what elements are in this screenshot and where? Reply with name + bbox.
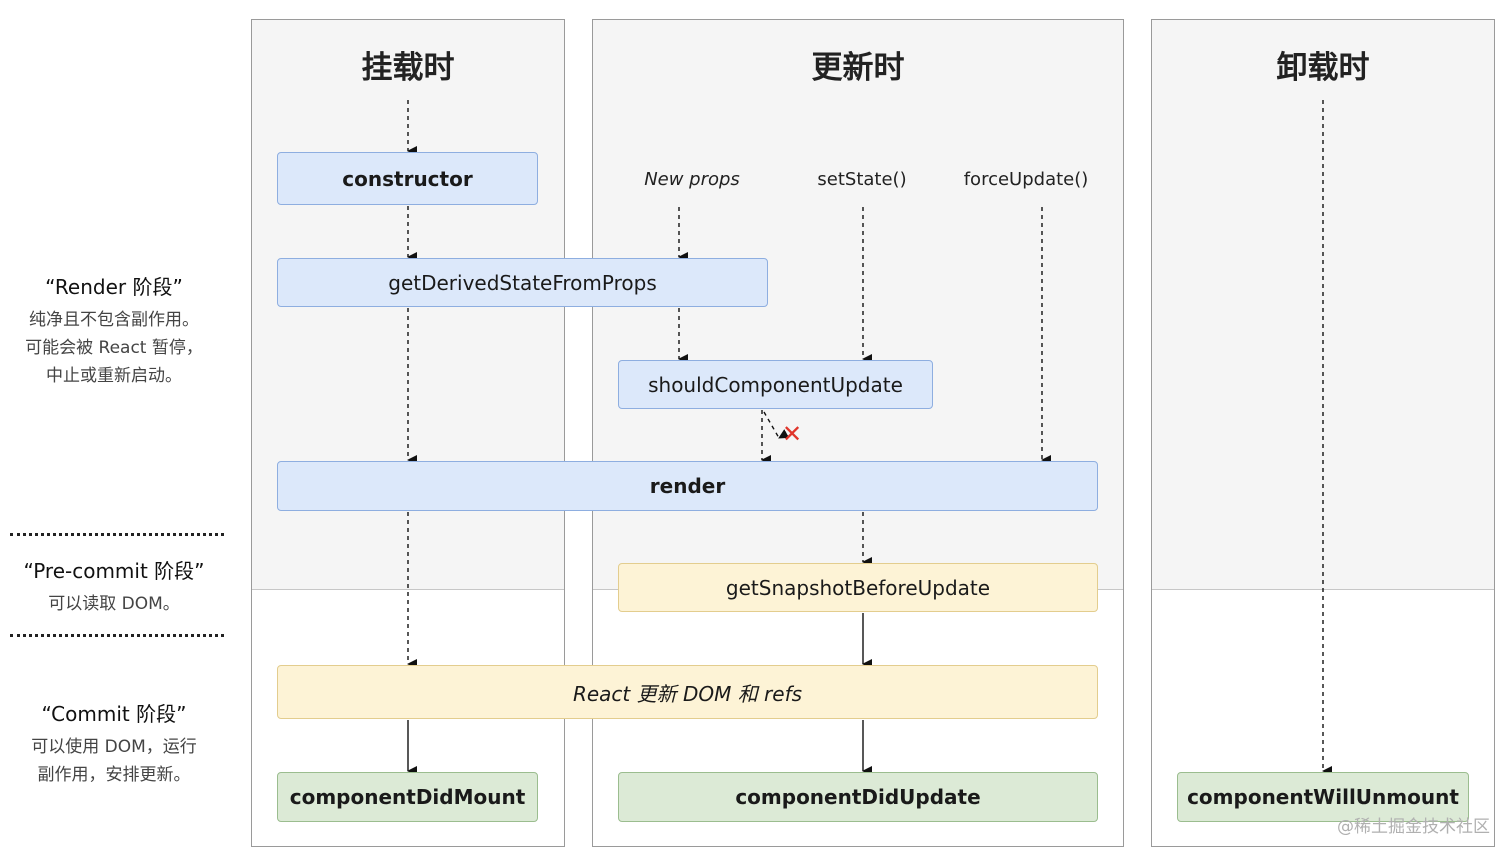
phase-commit-line: 可以使用 DOM，运行 <box>31 737 197 757</box>
phase-commit-heading: “Commit 阶段” <box>41 702 187 726</box>
phase-render-heading: “Render 阶段” <box>45 275 183 299</box>
get-snapshot-before-update-box: getSnapshotBeforeUpdate <box>618 563 1098 612</box>
watermark: @稀土掘金技术社区 <box>1337 817 1490 837</box>
phase-render-line: 纯净且不包含副作用。 <box>29 310 199 330</box>
trigger-force-update: forceUpdate() <box>963 169 1089 190</box>
arrow-scu-cancel <box>763 411 790 439</box>
phase-render-description: 纯净且不包含副作用。 可能会被 React 暂停， 中止或重新启动。 <box>0 306 228 390</box>
trigger-new-props: New props <box>644 169 740 190</box>
phase-render-line: 中止或重新启动。 <box>46 366 182 386</box>
phase-precommit-heading: “Pre-commit 阶段” <box>23 559 205 583</box>
phase-render-label: “Render 阶段” 纯净且不包含副作用。 可能会被 React 暂停， 中止… <box>0 271 228 390</box>
react-updates-dom-box: React 更新 DOM 和 refs <box>277 665 1098 719</box>
column-title-mount: 挂载时 <box>361 50 455 86</box>
constructor-box: constructor <box>277 152 538 205</box>
phase-render-line: 可能会被 React 暂停， <box>25 338 203 358</box>
phase-separator <box>10 634 224 637</box>
column-title-unmount: 卸载时 <box>1276 50 1370 86</box>
phase-commit-line: 副作用，安排更新。 <box>37 765 191 785</box>
phase-precommit-description: 可以读取 DOM。 <box>0 590 228 618</box>
phase-precommit-line: 可以读取 DOM。 <box>48 594 180 614</box>
phase-divider <box>252 589 564 590</box>
render-box: render <box>277 461 1098 511</box>
column-title-update: 更新时 <box>811 50 905 86</box>
component-did-update-box: componentDidUpdate <box>618 772 1098 822</box>
should-component-update-box: shouldComponentUpdate <box>618 360 933 409</box>
phase-separator <box>10 533 224 536</box>
phase-commit-label: “Commit 阶段” 可以使用 DOM，运行 副作用，安排更新。 <box>0 698 228 789</box>
get-derived-state-from-props-box: getDerivedStateFromProps <box>277 258 768 307</box>
component-did-mount-box: componentDidMount <box>277 772 538 822</box>
component-will-unmount-box: componentWillUnmount <box>1177 772 1469 822</box>
phase-precommit-label: “Pre-commit 阶段” 可以读取 DOM。 <box>0 555 228 618</box>
trigger-set-state: setState() <box>817 169 907 190</box>
cancel-x-icon: ✕ <box>782 420 802 448</box>
phase-commit-description: 可以使用 DOM，运行 副作用，安排更新。 <box>0 733 228 789</box>
